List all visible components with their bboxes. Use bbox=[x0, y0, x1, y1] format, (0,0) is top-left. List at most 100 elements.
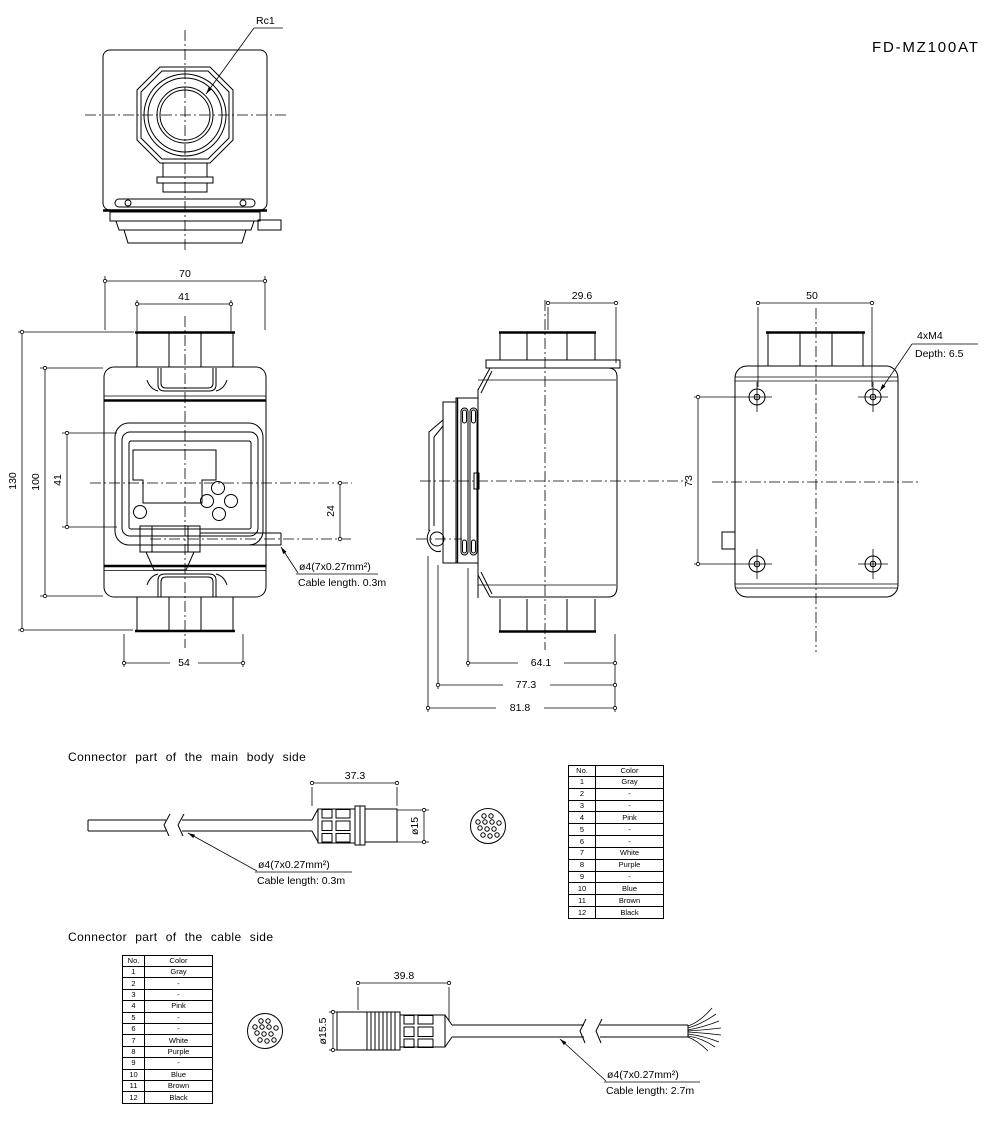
pin-table-cell: Gray bbox=[595, 776, 664, 789]
pin-table-cell: 1 bbox=[568, 776, 596, 789]
top-view: Rc1 bbox=[85, 15, 287, 253]
pin-table-cell: - bbox=[144, 977, 213, 990]
mount-note-line2: Depth: 6.5 bbox=[915, 348, 964, 360]
pin-table-color-header: Color bbox=[144, 955, 213, 967]
pin-table-cell: 10 bbox=[568, 882, 596, 896]
dim-depth-panel: 77.3 bbox=[516, 679, 537, 691]
pin-table-cell: 7 bbox=[568, 846, 596, 860]
pin-table-cell: - bbox=[595, 823, 664, 837]
pin-table-cell: Pink bbox=[595, 811, 664, 825]
pin-table-cell: - bbox=[595, 799, 664, 813]
dim-front-width: 70 bbox=[179, 268, 191, 280]
pin-table-cell: 6 bbox=[122, 1023, 145, 1036]
dim-connector-dia-cable: ø15.5 bbox=[317, 1017, 329, 1044]
frayed-wires bbox=[687, 1007, 722, 1052]
body-cable-note-line1: ø4(7x0.27mm²) bbox=[258, 859, 330, 871]
pin-table-row: 3- bbox=[568, 799, 664, 813]
button-down bbox=[212, 507, 226, 521]
connector-face-body-side bbox=[470, 808, 506, 844]
pin-table-row: 5- bbox=[568, 823, 664, 837]
main-body-connector-section: Connector part of the main body side 37.… bbox=[68, 750, 506, 887]
front-cable-note-line1: ø4(7x0.27mm²) bbox=[299, 561, 371, 573]
pin-table-cell: Black bbox=[144, 1091, 213, 1104]
screw-hole-bottom-left bbox=[742, 549, 772, 579]
pin-table-cell: 9 bbox=[568, 870, 596, 884]
pin-table-cell: 11 bbox=[568, 894, 596, 908]
dim-bottom-width: 54 bbox=[178, 657, 190, 669]
pin-table-row: 6- bbox=[568, 835, 664, 848]
pin-table-cell: 6 bbox=[568, 835, 596, 848]
cable-side-connector-section: Connector part of the cable side ø15.5 3… bbox=[68, 930, 722, 1097]
port-thread-label: Rc1 bbox=[256, 15, 275, 27]
pin-table-cell: 5 bbox=[122, 1011, 145, 1025]
pin-table-cell: 10 bbox=[122, 1068, 145, 1082]
pin-table-cell: 8 bbox=[122, 1045, 145, 1059]
dim-front-nut-width: 41 bbox=[178, 291, 190, 303]
dim-connector-length-body: 37.3 bbox=[345, 770, 366, 782]
cable-note-line2: Cable length: 2.7m bbox=[606, 1085, 694, 1097]
side-view: 29.6 bbox=[416, 290, 688, 714]
dim-depth-overall: 81.8 bbox=[510, 702, 531, 714]
mount-note-line1: 4xM4 bbox=[917, 330, 943, 342]
pin-table-cell: - bbox=[144, 1023, 213, 1036]
button-mode bbox=[133, 505, 147, 519]
pin-table-no-header: No. bbox=[122, 955, 145, 967]
pin-table-cell: 7 bbox=[122, 1034, 145, 1047]
pin-table-cell: 3 bbox=[122, 988, 145, 1002]
pin-table-cell: 1 bbox=[122, 965, 145, 979]
cable-note-line1: ø4(7x0.27mm²) bbox=[607, 1069, 679, 1081]
dim-hole-height: 73 bbox=[683, 475, 695, 487]
pin-table-no-header: No. bbox=[568, 765, 596, 777]
pin-table-cell: 3 bbox=[568, 799, 596, 813]
pin-table-cell: - bbox=[595, 835, 664, 848]
pin-table-row: 3- bbox=[122, 988, 213, 1002]
pin-table-header-row: No. Color bbox=[122, 955, 213, 967]
pin-table-cell: - bbox=[144, 988, 213, 1002]
back-view: 50 bbox=[683, 290, 978, 652]
pin-table-cell: Brown bbox=[144, 1080, 213, 1093]
dim-display-height: 41 bbox=[52, 474, 64, 486]
pin-table-cell: 4 bbox=[568, 811, 596, 825]
display-screen bbox=[132, 449, 217, 504]
dim-connector-dia-body: ø15 bbox=[409, 817, 421, 835]
pin-table-row: 6- bbox=[122, 1023, 213, 1036]
dim-hole-span: 50 bbox=[806, 290, 818, 302]
pin-table-cell: Blue bbox=[595, 882, 664, 896]
pin-table-row: 2- bbox=[122, 977, 213, 990]
pin-table-row: 9- bbox=[568, 870, 664, 884]
button-left bbox=[200, 494, 214, 508]
front-view: 70 41 bbox=[7, 268, 386, 669]
pin-table-cell: - bbox=[595, 870, 664, 884]
panel-clip bbox=[429, 531, 445, 547]
pin-table-row: 9- bbox=[122, 1057, 213, 1070]
pin-table-cell: 4 bbox=[122, 1000, 145, 1013]
front-cable-note-line2: Cable length. 0.3m bbox=[298, 577, 386, 589]
screw-hole-top-right bbox=[858, 382, 888, 412]
pin-table-cell: 2 bbox=[568, 787, 596, 801]
dim-body-height: 100 bbox=[30, 473, 42, 491]
cable-side-section-title: Connector part of the cable side bbox=[68, 930, 273, 944]
pin-table-cell: Black bbox=[595, 906, 664, 919]
pin-table-cell: 5 bbox=[568, 823, 596, 837]
pin-table-cell: - bbox=[144, 1011, 213, 1025]
pin-table-cell: 8 bbox=[568, 858, 596, 872]
pin-table-row: 2- bbox=[568, 787, 664, 801]
button-right bbox=[224, 494, 238, 508]
pin-table-cell: Pink bbox=[144, 1000, 213, 1013]
pin-table-cell: Gray bbox=[144, 965, 213, 979]
connector-face-cable-side bbox=[247, 1013, 283, 1049]
pin-table-cell: 2 bbox=[122, 977, 145, 990]
